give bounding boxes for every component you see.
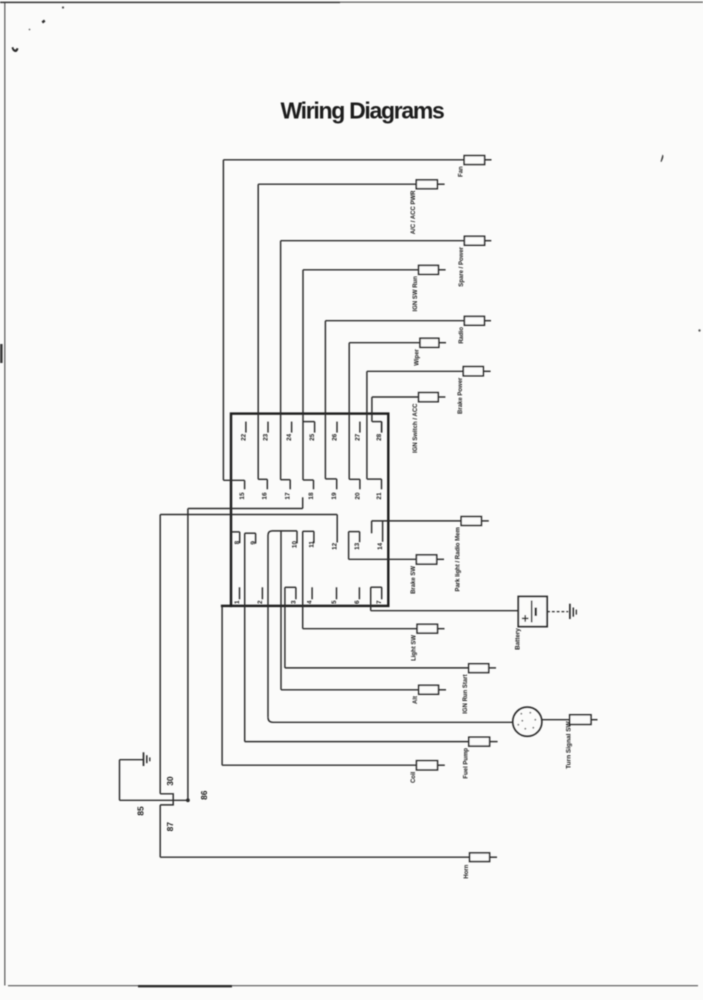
svg-text:23: 23 xyxy=(262,433,269,441)
svg-text:IGN SW Run: IGN SW Run xyxy=(413,276,419,312)
svg-text:IGN Switch / ACC: IGN Switch / ACC xyxy=(413,403,419,453)
svg-text:8: 8 xyxy=(234,540,241,544)
svg-text:14: 14 xyxy=(377,542,384,550)
svg-text:85: 85 xyxy=(136,806,146,816)
svg-text:17: 17 xyxy=(285,492,292,500)
svg-text:Park light / Radio Mem: Park light / Radio Mem xyxy=(456,527,462,591)
svg-text:24: 24 xyxy=(286,433,293,441)
svg-text:13: 13 xyxy=(354,542,361,550)
svg-text:7: 7 xyxy=(376,600,383,604)
svg-text:IGN Run Start: IGN Run Start xyxy=(463,674,469,713)
svg-text:5: 5 xyxy=(331,600,338,604)
svg-text:16: 16 xyxy=(262,492,269,500)
svg-text:Brake Power: Brake Power xyxy=(458,377,464,414)
svg-text:Alt: Alt xyxy=(413,696,419,704)
svg-text:26: 26 xyxy=(331,433,338,441)
svg-text:Fan: Fan xyxy=(459,166,465,177)
svg-text:Spare / Power: Spare / Power xyxy=(459,246,465,286)
svg-text:12: 12 xyxy=(332,542,339,550)
svg-text:9: 9 xyxy=(250,541,257,545)
svg-text:15: 15 xyxy=(239,492,246,500)
svg-text:Turn Signal SW: Turn Signal SW xyxy=(565,720,572,768)
svg-text:19: 19 xyxy=(331,492,338,500)
svg-text:6: 6 xyxy=(354,600,361,604)
svg-text:Radio: Radio xyxy=(459,327,465,344)
svg-text:30: 30 xyxy=(165,776,175,786)
svg-text:22: 22 xyxy=(240,433,247,441)
svg-text:Wiring Diagrams: Wiring Diagrams xyxy=(280,98,444,124)
svg-text:Horn: Horn xyxy=(464,864,470,878)
svg-text:2: 2 xyxy=(257,600,264,604)
svg-text:Coil: Coil xyxy=(411,771,417,783)
svg-text:28: 28 xyxy=(376,433,383,441)
svg-text:1: 1 xyxy=(234,600,241,604)
svg-text:Light SW: Light SW xyxy=(412,635,418,661)
svg-text:Wiper: Wiper xyxy=(415,348,421,365)
svg-text:18: 18 xyxy=(308,492,315,500)
svg-text:20: 20 xyxy=(354,492,361,500)
svg-text:10: 10 xyxy=(291,541,298,549)
svg-text:27: 27 xyxy=(354,433,361,441)
svg-text:4: 4 xyxy=(307,600,314,604)
svg-text:Fuel Pump: Fuel Pump xyxy=(463,748,469,779)
svg-text:A/C / ACC PWR: A/C / ACC PWR xyxy=(411,190,417,234)
svg-text:Brake SW: Brake SW xyxy=(411,566,417,594)
svg-text:25: 25 xyxy=(309,433,316,441)
svg-text:Battery: Battery xyxy=(515,628,522,650)
svg-text:11: 11 xyxy=(308,541,315,548)
svg-text:21: 21 xyxy=(376,492,383,500)
svg-text:3: 3 xyxy=(290,600,297,604)
svg-text:86: 86 xyxy=(199,790,209,800)
svg-text:87: 87 xyxy=(165,822,175,832)
